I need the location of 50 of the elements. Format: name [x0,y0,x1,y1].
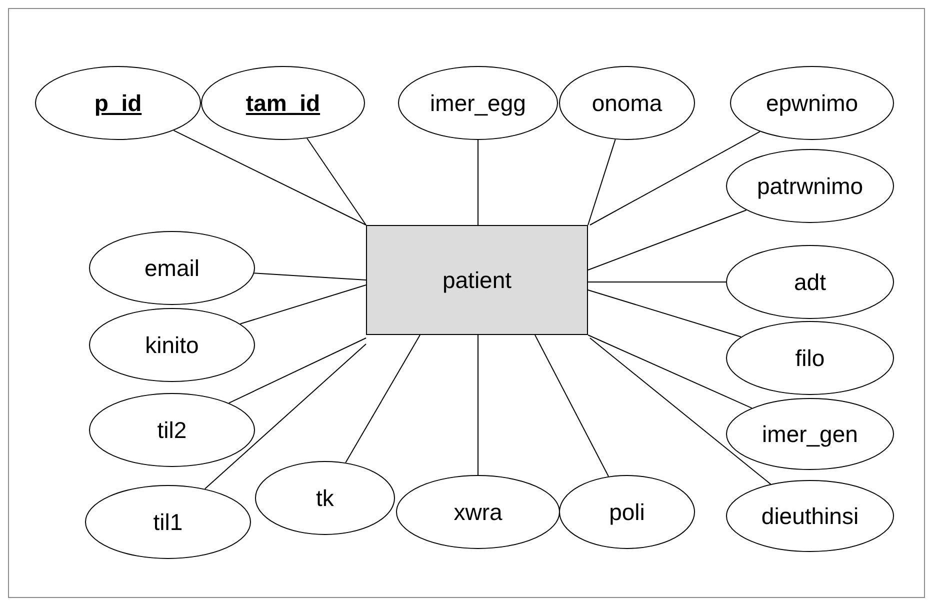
attribute-label: epwnimo [766,90,858,116]
attribute-ellipse [89,393,255,467]
attribute-ellipse [255,461,395,535]
attribute-ellipse [730,66,894,140]
entity-label: patient [442,266,512,294]
attribute-ellipse [396,475,560,549]
attribute-ellipse [726,321,894,395]
attribute-ellipse [726,245,894,319]
attribute-label: til1 [153,508,183,536]
attribute-ellipse [726,149,894,223]
attribute-label: tk [316,484,334,512]
attribute-label: poli [609,498,645,526]
attribute-label: email [144,254,200,282]
attribute-label: filo [795,344,825,372]
attribute-label: dieuthinsi [761,502,859,530]
key-attribute-ellipse [35,66,201,140]
attribute-label: xwra [454,498,502,526]
attribute-label: til2 [157,416,187,444]
attribute-ellipse [398,66,558,140]
attribute-label: kinito [145,332,199,358]
attribute-label: adt [794,268,826,296]
connector-line [228,338,366,404]
attribute-label: imer_egg [430,90,526,116]
connector-line [590,338,772,485]
connector-line [534,334,609,477]
connector-line [588,138,616,226]
attribute-ellipse [559,475,695,549]
connector-line [254,272,366,280]
connector-line [204,344,366,490]
attribute-ellipse [89,231,255,305]
connector-line [588,210,747,270]
attribute-label: onoma [592,90,662,116]
attribute-ellipse [726,480,894,552]
attribute-label: patrwnimo [756,172,864,200]
attribute-ellipse [85,485,251,559]
connector-line [306,138,366,226]
entity-box [366,225,588,335]
attribute-label: p_id [94,90,142,116]
connector-line [588,334,752,409]
connector-line [240,284,366,324]
attribute-ellipse [559,66,695,140]
attribute-ellipse [726,398,894,470]
key-attribute-ellipse [201,66,365,140]
connector-line [345,334,420,464]
connector-line [590,131,760,226]
connector-line [588,290,742,338]
connector-line [173,130,366,226]
attribute-label: tam_id [246,90,320,116]
attribute-ellipse [89,308,255,382]
attribute-label: imer_gen [762,420,858,448]
